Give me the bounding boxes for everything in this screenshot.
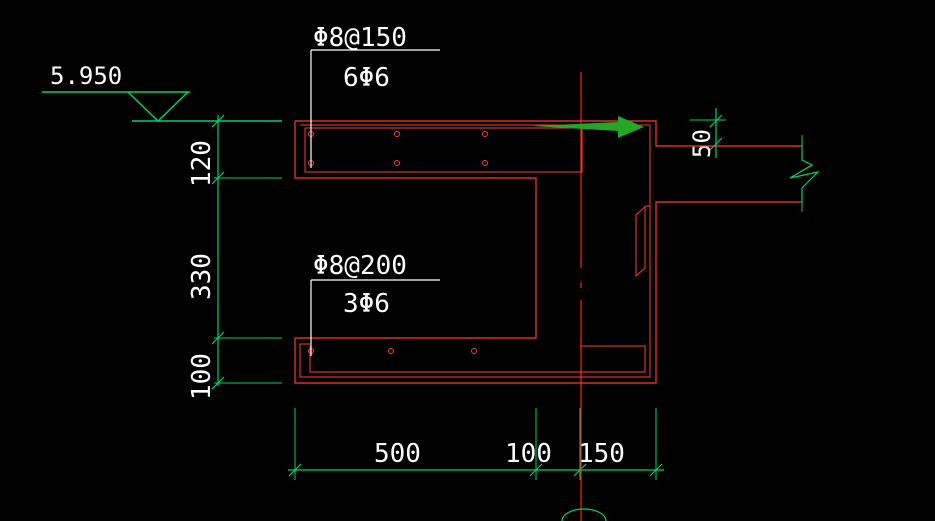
bottom-stirrup-label: Φ8@200: [313, 251, 407, 281]
concrete-section-outline: [294, 120, 820, 384]
horizontal-dimension-chain: 500 100 150: [288, 408, 664, 480]
top-stirrup-label: Φ8@150: [313, 23, 407, 53]
slab-dimension: 50: [688, 108, 726, 158]
dim-vertical-100: 100: [187, 353, 217, 400]
dim-slab-50: 50: [688, 129, 716, 158]
vertical-dimension-chain: 120 330 100: [187, 114, 282, 400]
elevation-marker: 5.950: [42, 62, 282, 123]
dim-horizontal-100: 100: [505, 439, 552, 469]
axis-centerline: [561, 72, 607, 521]
dim-horizontal-500: 500: [374, 439, 421, 469]
top-bars-label: 6Φ6: [343, 63, 390, 93]
dim-vertical-330: 330: [187, 253, 217, 300]
bottom-rebar-callout: Φ8@200 3Φ6: [310, 251, 440, 356]
dim-horizontal-150: 150: [578, 439, 625, 469]
highlight-arrow-icon: [532, 116, 644, 138]
top-rebar-callout: Φ8@150 6Φ6: [310, 23, 440, 168]
dim-vertical-120: 120: [187, 140, 217, 187]
bottom-bars-label: 3Φ6: [343, 289, 390, 319]
elevation-label: 5.950: [50, 62, 122, 90]
